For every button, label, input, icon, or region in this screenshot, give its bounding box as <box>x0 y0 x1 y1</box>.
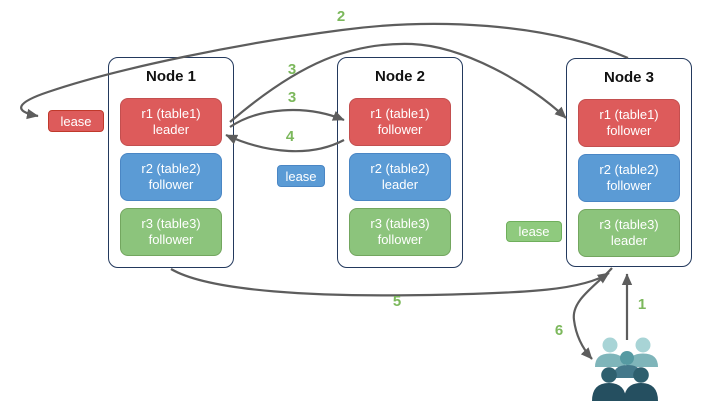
replica-role: follower <box>377 122 423 137</box>
replica-name: r3 (table3) <box>141 216 201 231</box>
replica-name: r1 (table1) <box>141 106 201 121</box>
step-label-2: 2 <box>336 8 346 25</box>
replica-role: leader <box>152 122 190 137</box>
lease-badge-r3: lease <box>506 221 562 242</box>
replica-role: leader <box>610 233 648 248</box>
replica-role: follower <box>148 232 194 247</box>
step-label-3a: 3 <box>287 61 297 78</box>
replica-name: r2 (table2) <box>141 161 201 176</box>
node-1-replica-r2: r2 (table2) follower <box>120 153 222 201</box>
replica-name: r2 (table2) <box>599 162 659 177</box>
arrow-5-node1-to-node3 <box>170 268 610 297</box>
node-3-title: Node 3 <box>603 69 654 86</box>
node-2-title: Node 2 <box>374 68 425 85</box>
node-2-replica-r1: r1 (table1) follower <box>349 98 451 146</box>
replica-role: follower <box>377 232 423 247</box>
node-3-replica-r3: r3 (table3) leader <box>578 209 680 257</box>
node-2-replica-r2: r2 (table2) leader <box>349 153 451 201</box>
node-3-replica-r1: r1 (table1) follower <box>578 99 680 147</box>
replica-role: follower <box>606 123 652 138</box>
replica-name: r2 (table2) <box>370 161 430 176</box>
replica-role: follower <box>148 177 194 192</box>
node-1-title: Node 1 <box>145 68 196 85</box>
node-1-replica-r1: r1 (table1) leader <box>120 98 222 146</box>
node-2: Node 2 r1 (table1) follower r2 (table2) … <box>337 57 463 268</box>
arrow-6-node3-to-users <box>572 267 613 360</box>
replica-role: leader <box>381 177 419 192</box>
step-label-4: 4 <box>285 128 295 145</box>
node-3-replica-r2: r2 (table2) follower <box>578 154 680 202</box>
node-1: Node 1 r1 (table1) leader r2 (table2) fo… <box>108 57 234 268</box>
step-label-3b: 3 <box>287 89 297 106</box>
node-1-replica-r3: r3 (table3) follower <box>120 208 222 256</box>
step-label-6: 6 <box>554 322 564 339</box>
replica-name: r3 (table3) <box>599 217 659 232</box>
replica-role: follower <box>606 178 652 193</box>
node-3: Node 3 r1 (table1) follower r2 (table2) … <box>566 58 692 267</box>
lease-badge-r1: lease <box>48 110 104 132</box>
replica-name: r3 (table3) <box>370 216 430 231</box>
replica-name: r1 (table1) <box>370 106 430 121</box>
step-label-1: 1 <box>637 296 647 313</box>
lease-badge-r2: lease <box>277 165 325 187</box>
users-group-icon <box>592 337 658 401</box>
node-2-replica-r3: r3 (table3) follower <box>349 208 451 256</box>
replica-name: r1 (table1) <box>599 107 659 122</box>
step-label-5: 5 <box>392 293 402 310</box>
arrow-3-leader-to-node2 <box>229 108 345 128</box>
